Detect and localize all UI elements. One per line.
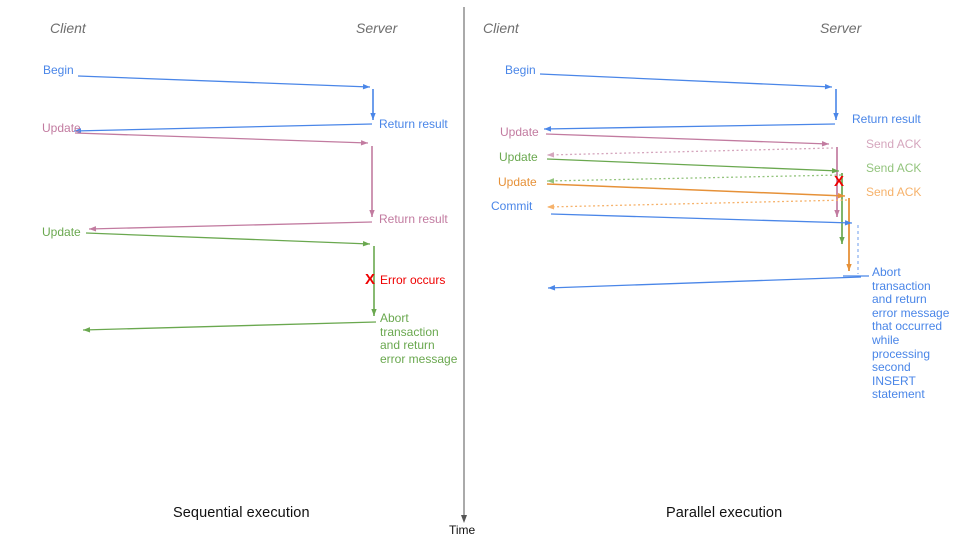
parallel-update1-request-line (545, 133, 830, 145)
sequential-update1-response-line (88, 221, 373, 230)
parallel-update2-server-process-line-arrowhead (839, 237, 845, 244)
sequential-update2-request-line-arrowhead (362, 241, 370, 247)
parallel-commit-request-line (550, 213, 853, 224)
time-axis-arrowhead (461, 515, 467, 523)
sequential-update1-server-process-line-arrowhead (369, 210, 375, 217)
parallel-update3-ack-line-arrowhead (547, 204, 555, 210)
parallel-abort-response-line-arrowhead (548, 285, 556, 291)
sequential-begin-request-line (77, 75, 371, 88)
parallel-begin-response-line (543, 123, 836, 130)
parallel-begin-server-process-line-arrowhead (833, 113, 839, 120)
parallel-update3-request-line-arrowhead (837, 193, 845, 199)
parallel-update2-request-line-arrowhead (831, 168, 839, 174)
sequential-begin-response-line (73, 123, 373, 132)
sequential-update1-request-line-arrowhead (360, 140, 368, 146)
sequential-update2-response-line-arrowhead (83, 327, 91, 333)
parallel-begin-request-line-arrowhead (824, 83, 832, 90)
parallel-update2-request-line (546, 158, 840, 172)
sequential-begin-server-process-line-arrowhead (370, 113, 376, 120)
parallel-commit-request-line-arrowhead (844, 220, 852, 226)
parallel-begin-response-line-arrowhead (544, 126, 552, 132)
parallel-update3-server-process-line-arrowhead (846, 264, 852, 271)
parallel-update3-request-line (546, 183, 846, 197)
sequential-update2-response-line (82, 321, 377, 331)
sequential-begin-response-line-arrowhead (74, 128, 82, 134)
sequential-update2-server-process-line-arrowhead (371, 309, 377, 316)
parallel-update2-ack-line-arrowhead (547, 178, 555, 184)
parallel-abort-response-line (547, 276, 862, 289)
sequential-begin-request-line-arrowhead (362, 84, 370, 90)
parallel-update2-ack-line (546, 174, 842, 182)
parallel-update1-ack-line-arrowhead (547, 152, 555, 158)
sequential-update1-response-line-arrowhead (89, 226, 97, 232)
sequential-update2-request-line (85, 232, 371, 245)
parallel-update1-request-line-arrowhead (821, 141, 829, 147)
parallel-begin-request-line (539, 73, 833, 88)
sequential-update1-request-line (74, 132, 369, 144)
parallel-update1-server-process-line-arrowhead (834, 210, 840, 217)
parallel-update3-ack-line (546, 199, 848, 208)
parallel-update1-ack-line (546, 147, 834, 156)
